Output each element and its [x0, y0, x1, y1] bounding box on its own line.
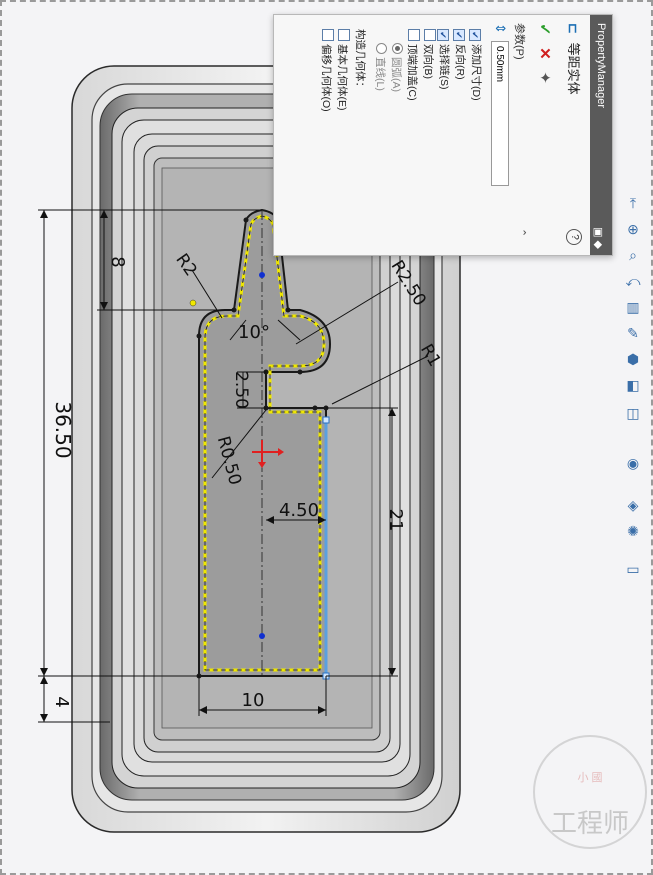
option-label: 顶端加盖(C) — [406, 44, 418, 101]
dynamic-annotation-icon[interactable]: ✎ — [627, 325, 639, 341]
section-view-icon[interactable]: ▥ — [626, 299, 640, 315]
option-bidirectional[interactable]: 双向(B) — [421, 29, 436, 79]
dim-width[interactable]: 10 — [242, 690, 265, 711]
radio-label: 圆弧(A) — [390, 57, 402, 92]
dim-neck[interactable]: 2.50 — [231, 371, 251, 409]
chevron-collapse-icon[interactable]: ⌃ — [515, 228, 527, 238]
watermark-seal: 小 國 工程师 — [533, 735, 647, 849]
zoom-area-icon[interactable]: ⌕ — [629, 247, 637, 263]
dim-angle[interactable]: 10° — [238, 322, 270, 343]
view-orientation-icon[interactable]: ⤒ — [629, 195, 637, 211]
option-label: 反向(R) — [454, 44, 466, 80]
option-label: 双向(B) — [422, 44, 434, 79]
panel-tabs-icon[interactable]: ▣ ◆ — [592, 227, 604, 249]
previous-view-icon[interactable]: ⤺ — [625, 273, 641, 289]
option-label: 添加尺寸(D) — [470, 44, 482, 101]
checkbox-icon[interactable] — [322, 29, 334, 41]
option-add-dimensions[interactable]: ✔ 添加尺寸(D) — [469, 29, 484, 101]
zoom-fit-icon[interactable]: ⊕ — [627, 221, 639, 237]
cap-arc-radio[interactable]: 圆弧(A) — [389, 43, 404, 92]
realview-icon[interactable]: ✺ — [627, 523, 639, 539]
dim-right-height[interactable]: 21 — [385, 509, 406, 532]
option-label: 基本几何体(E) — [336, 44, 348, 111]
dim-bottom-offset[interactable]: 4 — [51, 696, 72, 707]
offset-entity-inner — [204, 215, 325, 671]
radio-icon[interactable] — [392, 43, 403, 54]
cap-line-radio[interactable]: 直线(L) — [373, 43, 388, 91]
watermark-text: 工程师 — [550, 809, 629, 839]
feature-title-row: ⊏ 等距实体 — [560, 23, 584, 95]
property-manager-panel: PropertyManager ▣ ◆ ⊏ 等距实体 ? ✓ ✕ ✦ 参数(P)… — [273, 14, 613, 256]
help-icon[interactable]: ? — [566, 229, 582, 245]
pick-marker — [189, 299, 197, 307]
pin-icon[interactable]: ✦ — [536, 71, 553, 84]
offset-entities-icon: ⊏ — [566, 23, 581, 34]
option-base-geometry[interactable]: 基本几何体(E) — [335, 29, 350, 111]
property-manager-label: PropertyManager — [595, 23, 607, 108]
option-cap-ends[interactable]: 顶端加盖(C) — [405, 29, 420, 101]
checkbox-icon[interactable] — [424, 29, 436, 41]
dim-inner-width[interactable]: 4.50 — [279, 500, 319, 521]
property-manager-tab[interactable]: PropertyManager ▣ ◆ — [590, 15, 612, 255]
origin-arrow — [278, 448, 284, 456]
dim-overall-height[interactable]: 36.50 — [51, 401, 75, 458]
edit-appearance-icon[interactable]: ◫ — [626, 405, 640, 421]
action-buttons: ✓ ✕ ✦ — [536, 23, 554, 91]
feature-title: 等距实体 — [566, 42, 581, 95]
offset-distance-input[interactable]: 0.50mm — [491, 41, 509, 186]
parameters-section-title[interactable]: 参数(P) ⌃ — [512, 23, 528, 237]
radio-label: 直线(L) — [374, 57, 386, 91]
apply-scene-icon[interactable]: ◉ — [626, 455, 640, 471]
construction-geometry-title: 构造几何体： — [354, 29, 366, 92]
option-label: 偏移几何体(O) — [320, 44, 332, 112]
checkbox-icon[interactable]: ✔ — [453, 29, 465, 41]
option-reverse[interactable]: ✔ 反向(R) — [453, 29, 468, 80]
origin-arrow-down — [258, 462, 266, 468]
checkbox-icon[interactable] — [338, 29, 350, 41]
display-style-icon[interactable]: ⬢ — [626, 351, 640, 367]
offset-distance-icon: ⇕ — [493, 23, 508, 34]
parameters-label: 参数(P) — [513, 23, 525, 60]
ok-button[interactable]: ✓ — [536, 23, 553, 36]
dim-top-offset[interactable]: 8 — [107, 256, 128, 267]
view-settings-icon[interactable]: ◈ — [627, 497, 639, 513]
monitor-icon[interactable]: ▭ — [626, 561, 640, 577]
cancel-button[interactable]: ✕ — [536, 47, 553, 60]
option-select-chain[interactable]: ✔ 选择链(S) — [437, 29, 452, 90]
dimension-arrows — [40, 210, 396, 722]
watermark-top-text: 小 國 — [577, 772, 603, 784]
checkbox-icon[interactable] — [408, 29, 420, 41]
checkbox-icon[interactable]: ✔ — [469, 29, 481, 41]
option-offset-geometry[interactable]: 偏移几何体(O) — [319, 29, 334, 112]
radio-icon[interactable] — [376, 43, 387, 54]
option-label: 选择链(S) — [438, 44, 450, 90]
selected-endpoint-top[interactable] — [322, 416, 330, 424]
hide-show-icon[interactable]: ◧ — [626, 377, 640, 393]
checkbox-icon[interactable]: ✔ — [437, 29, 449, 41]
center-point-top — [259, 272, 265, 278]
center-point-bottom — [259, 633, 265, 639]
